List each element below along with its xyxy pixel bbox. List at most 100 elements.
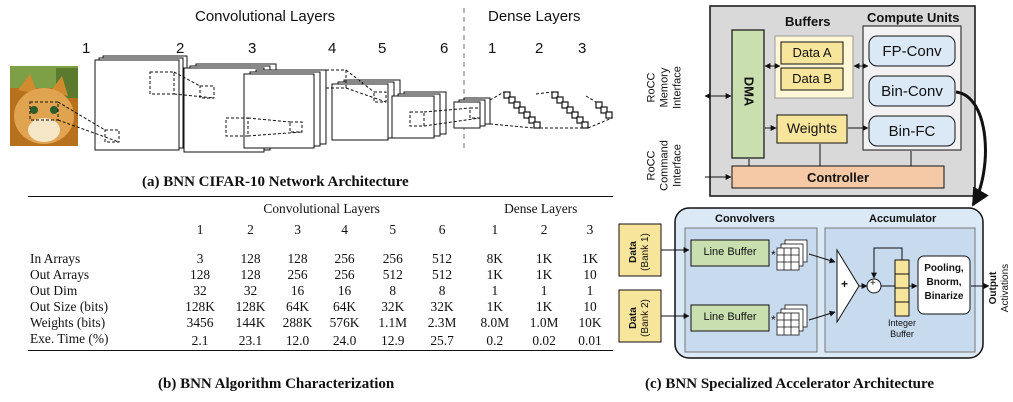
row-label: Out Size (bits) xyxy=(30,299,109,314)
table-cell: 1K xyxy=(581,251,599,266)
table-row: Out Arrays 128 128 256 256 512 512 1K 1K… xyxy=(28,267,613,283)
integer-buffer-label: Integer Buffer xyxy=(887,318,917,339)
table-cell: 10 xyxy=(583,299,597,314)
table-cell: 12.0 xyxy=(275,331,320,351)
data-b-label: Data B xyxy=(792,71,832,86)
table-cell: 0.01 xyxy=(567,331,613,351)
bin-conv-label: Bin-Conv xyxy=(881,83,943,100)
table-cell: 1K xyxy=(486,267,503,282)
weights-block xyxy=(776,114,848,144)
table-cell: 576K xyxy=(329,315,360,330)
table-cell: 256 xyxy=(382,251,403,266)
table-cell: 12.9 xyxy=(369,331,416,351)
rocc-memory-interface-label: RoCC Memory Interface xyxy=(645,66,684,109)
table-cell: 1 xyxy=(491,283,499,298)
conv-layer-num: 2 xyxy=(176,40,185,57)
table-cell: 8K xyxy=(486,251,503,266)
column-header: 4 xyxy=(341,222,348,237)
data-a-block xyxy=(780,41,844,65)
pooling-label: Pooling, Bnorm, Binarize xyxy=(924,263,964,302)
table-cell: 128 xyxy=(240,251,261,266)
convolvers-title: Convolvers xyxy=(715,213,775,225)
table-cell: 0.2 xyxy=(468,331,522,351)
buffers-title: Buffers xyxy=(785,14,831,29)
column-header: 1 xyxy=(196,222,204,237)
bnn-characterization-table: Convolutional Layers Dense Layers 1 2 3 … xyxy=(28,196,613,351)
fp-conv-block xyxy=(868,35,956,67)
bin-fc-block xyxy=(868,115,956,147)
dense-layer-num: 3 xyxy=(578,40,587,57)
weights-label: Weights xyxy=(786,120,838,136)
table-cell: 1.1M xyxy=(378,315,408,330)
column-header: 2 xyxy=(247,222,254,237)
table-cell: 128K xyxy=(185,299,215,314)
row-label: Out Dim xyxy=(30,283,78,298)
dma-label: DMA xyxy=(741,76,757,107)
table-cell: 10K xyxy=(578,315,602,330)
column-header: 3 xyxy=(294,222,301,237)
adder-tree-block xyxy=(836,248,860,324)
column-header: 2 xyxy=(540,222,548,237)
line-buffer2-label: Line Buffer xyxy=(703,311,757,323)
table-cell: 128 xyxy=(240,267,261,282)
table-cell: 512 xyxy=(382,267,403,282)
table-cell: 10 xyxy=(583,267,597,282)
conv-layer-num: 5 xyxy=(378,40,387,57)
accumulator-title: Accumulator xyxy=(869,213,937,225)
line-buffer1-label: Line Buffer xyxy=(703,246,757,258)
accelerator-architecture-figure: Buffers Compute Units DMA Data A Data B … xyxy=(615,0,1013,397)
output-activations-label: Output Activations xyxy=(988,263,1011,313)
line-buffer1-block xyxy=(690,239,770,267)
table-row: Weights (bits) 3456 144K 288K 576K 1.1M … xyxy=(28,315,613,331)
table-cell: 32K xyxy=(381,299,405,314)
network-diagram xyxy=(10,8,613,153)
conv-layer-num: 4 xyxy=(328,40,337,57)
row-label: Out Arrays xyxy=(30,267,90,282)
row-label: In Arrays xyxy=(30,251,81,266)
rocc-command-interface-label: RoCC Command Interface xyxy=(645,140,684,191)
table-cell: 3456 xyxy=(186,315,214,330)
caption-a: (a) BNN CIFAR-10 Network Architecture xyxy=(142,174,409,190)
conv-layer-num: 1 xyxy=(82,40,91,57)
table-cell: 1K xyxy=(535,251,553,266)
table-cell: 32K xyxy=(430,299,454,314)
table-cell: 8 xyxy=(389,283,397,298)
table-cell: 23.1 xyxy=(225,331,276,351)
group-header-dense: Dense Layers xyxy=(468,196,613,219)
conv-layer-num: 3 xyxy=(248,40,257,57)
table-cell: 0.02 xyxy=(521,331,568,351)
table-cell: 8 xyxy=(438,283,446,298)
table-cell: 64K xyxy=(286,299,310,314)
network-architecture-figure: Convolutional Layers Dense Layers 1 2 3 … xyxy=(0,0,620,190)
data-bank2-block xyxy=(618,289,662,343)
bin-conv-block xyxy=(868,75,956,107)
column-header: 1 xyxy=(491,222,499,237)
data-a-label: Data A xyxy=(792,45,832,60)
dense-layer-num: 2 xyxy=(535,40,544,57)
conv-layer-num: 6 xyxy=(440,40,449,57)
table-cell: 256 xyxy=(334,267,355,282)
table-cell: 1K xyxy=(486,299,503,314)
weight-grid-icon xyxy=(776,304,808,336)
table-cell: 512 xyxy=(432,267,453,282)
caption-c: (c) BNN Specialized Accelerator Architec… xyxy=(645,376,935,392)
data-bank2-label: Data (Bank 2) xyxy=(628,299,651,337)
controller-label: Controller xyxy=(806,170,870,185)
table-cell: 128K xyxy=(235,299,266,314)
data-b-block xyxy=(780,67,844,91)
table-cell: 16 xyxy=(290,283,305,298)
bin-fc-label: Bin-FC xyxy=(888,123,936,140)
table-cell: 2.1 xyxy=(174,331,226,351)
table-row: Out Dim 32 32 16 16 8 8 1 1 1 xyxy=(28,283,613,299)
table-row: In Arrays 3 128 128 256 256 512 8K 1K 1K xyxy=(28,251,613,267)
table-row: Exe. Time (%) 2.1 23.1 12.0 24.0 12.9 25… xyxy=(28,331,613,351)
table-row: Out Size (bits) 128K 128K 64K 64K 32K 32… xyxy=(28,299,613,315)
table-cell: 64K xyxy=(333,299,357,314)
row-label: Weights (bits) xyxy=(30,315,106,330)
table-cell: 32 xyxy=(193,283,207,298)
table-cell: 2.3M xyxy=(427,315,457,330)
table-cell: 1 xyxy=(540,283,548,298)
dense-layer-num: 1 xyxy=(488,40,497,57)
accelerator-diagram xyxy=(618,5,990,359)
table-cell: 256 xyxy=(287,267,308,282)
